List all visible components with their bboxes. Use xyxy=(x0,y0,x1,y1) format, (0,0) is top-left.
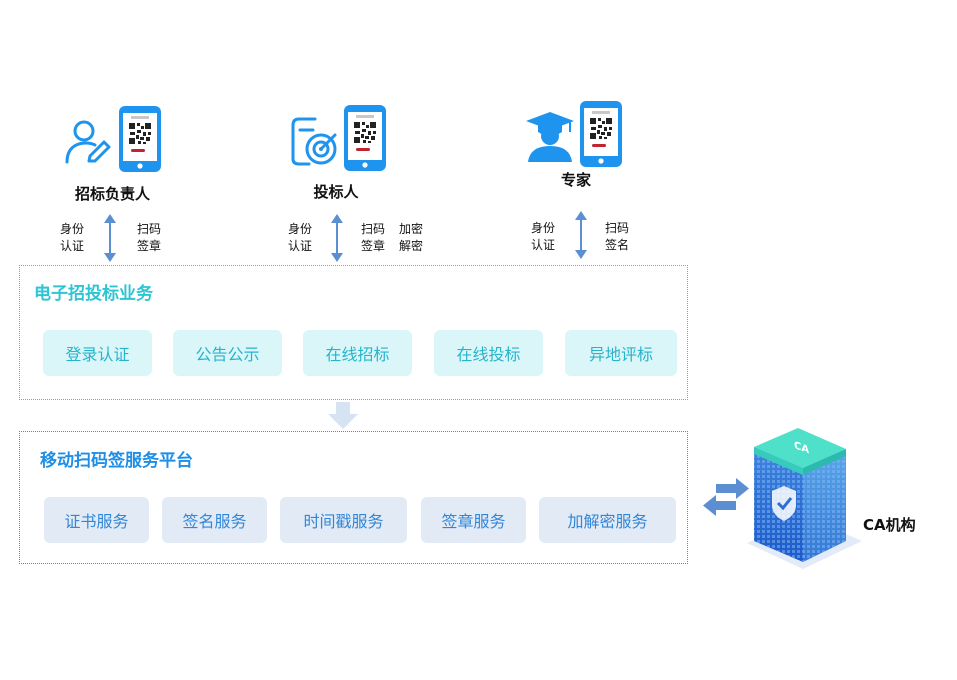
business-item[interactable]: 登录认证 xyxy=(43,330,152,376)
exchange-arrows-icon xyxy=(703,478,749,516)
left-annotation: 身份 认证 xyxy=(531,220,555,254)
business-panel: 电子招投标业务 登录认证 公告公示 在线招标 在线投标 异地评标 xyxy=(19,265,688,400)
phone-qr-icon xyxy=(119,106,161,172)
annotation-line: 认证 xyxy=(531,238,556,252)
platform-item[interactable]: 时间戳服务 xyxy=(280,497,407,543)
business-item[interactable]: 在线招标 xyxy=(303,330,412,376)
person-edit-icon xyxy=(65,120,111,164)
business-title: 电子招投标业务 xyxy=(34,284,153,304)
building-icon: CA xyxy=(747,428,862,569)
role-label: 招标负责人 xyxy=(74,185,150,203)
annotation-line: 认证 xyxy=(60,239,85,253)
platform-item[interactable]: 签章服务 xyxy=(421,497,526,543)
annotation-line: 认证 xyxy=(288,239,313,253)
role-label: 投标人 xyxy=(313,183,359,201)
annotation-line: 扫码 xyxy=(361,222,386,236)
annotation-line: 扫码 xyxy=(605,221,630,235)
bidirectional-arrow xyxy=(104,214,116,262)
left-annotation: 身份 认证 xyxy=(60,221,84,255)
platform-item[interactable]: 签名服务 xyxy=(162,497,267,543)
annotation-line: 签名 xyxy=(605,238,630,252)
target-icon xyxy=(291,117,337,166)
role-label: 专家 xyxy=(560,171,591,189)
right-annotation: 扫码 签名 xyxy=(605,220,629,254)
extra-annotation: 加密 解密 xyxy=(399,221,423,255)
right-annotation: 扫码 签章 xyxy=(137,221,161,255)
phone-qr-icon xyxy=(344,105,386,171)
business-item[interactable]: 在线投标 xyxy=(434,330,543,376)
annotation-line: 身份 xyxy=(288,222,313,236)
annotation-line: 加密 xyxy=(399,222,424,236)
annotation-line: 身份 xyxy=(60,222,85,236)
platform-item[interactable]: 加解密服务 xyxy=(539,497,676,543)
business-item[interactable]: 异地评标 xyxy=(565,330,677,376)
platform-title: 移动扫码签服务平台 xyxy=(40,451,193,471)
ca-label: CA机构 xyxy=(863,516,916,534)
business-item[interactable]: 公告公示 xyxy=(173,330,282,376)
platform-item[interactable]: 证书服务 xyxy=(44,497,149,543)
annotation-line: 签章 xyxy=(361,239,386,253)
annotation-line: 身份 xyxy=(531,221,556,235)
bidirectional-arrow xyxy=(575,211,587,259)
left-annotation: 身份 认证 xyxy=(288,221,312,255)
annotation-line: 解密 xyxy=(399,239,424,253)
graduate-icon xyxy=(526,112,574,162)
bidirectional-arrow xyxy=(331,214,343,262)
right-annotation: 扫码 签章 xyxy=(361,221,385,255)
down-arrow-icon xyxy=(328,402,358,429)
phone-qr-icon xyxy=(580,101,622,167)
building-text: CA xyxy=(794,439,809,456)
annotation-line: 签章 xyxy=(137,239,162,253)
platform-panel: 移动扫码签服务平台 证书服务 签名服务 时间戳服务 签章服务 加解密服务 xyxy=(19,431,688,564)
annotation-line: 扫码 xyxy=(137,222,162,236)
